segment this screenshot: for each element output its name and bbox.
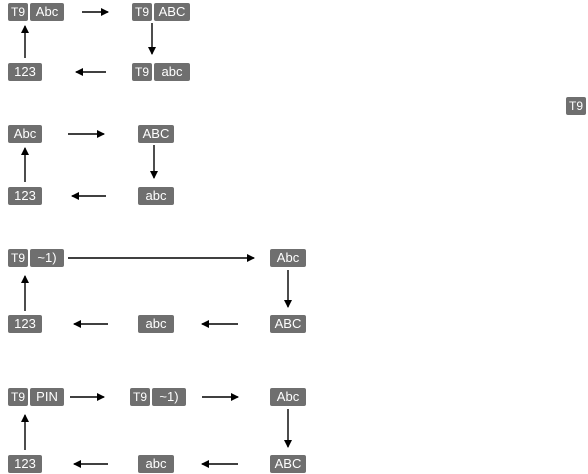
t9-mode-badge: T9: [132, 63, 152, 81]
t9-mode-badge: T9: [566, 97, 586, 115]
mode-badge-abc-sentence: Abc: [30, 3, 64, 21]
mode-badge-numeric: 123: [8, 455, 42, 473]
mode-badge-symbols: ~1): [152, 388, 186, 406]
mode-badge-abc-upper: ABC: [270, 455, 306, 473]
mode-badge-abc-lower: abc: [138, 315, 174, 333]
mode-badge-abc-upper: ABC: [270, 315, 306, 333]
mode-badge-pinyin: PIN: [30, 388, 64, 406]
t9-mode-badge: T9: [8, 3, 28, 21]
mode-badge-numeric: 123: [8, 63, 42, 81]
t9-mode-badge: T9: [130, 388, 150, 406]
mode-badge-abc-lower: abc: [154, 63, 190, 81]
mode-badge-abc-upper: ABC: [154, 3, 190, 21]
mode-badge-numeric: 123: [8, 187, 42, 205]
t9-mode-badge: T9: [8, 388, 28, 406]
mode-badge-abc-sentence: Abc: [8, 125, 42, 143]
mode-badge-symbols: ~1): [30, 249, 64, 267]
mode-badge-abc-lower: abc: [138, 455, 174, 473]
t9-mode-badge: T9: [132, 3, 152, 21]
mode-badge-abc-upper: ABC: [138, 125, 174, 143]
mode-badge-abc-sentence: Abc: [270, 388, 306, 406]
mode-badge-abc-sentence: Abc: [270, 249, 306, 267]
mode-badge-numeric: 123: [8, 315, 42, 333]
mode-badge-abc-lower: abc: [138, 187, 174, 205]
t9-mode-badge: T9: [8, 249, 28, 267]
